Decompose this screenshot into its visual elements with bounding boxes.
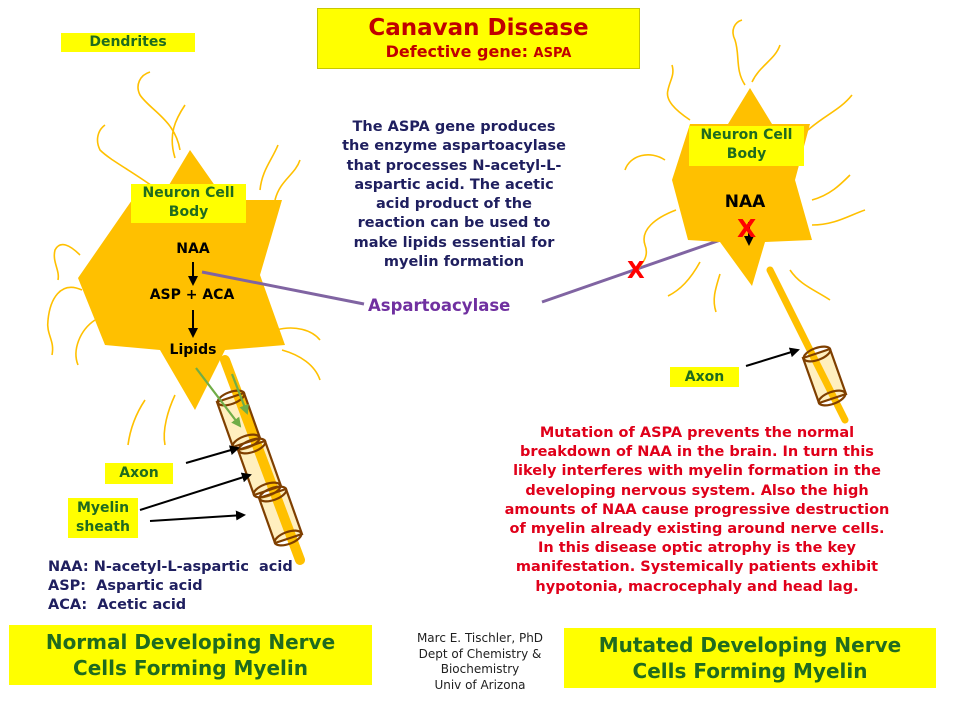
right-cell-body-line-1: Neuron Cell (700, 127, 793, 143)
myelin-label-arrow-2 (149, 510, 246, 522)
abbreviations: NAA: N-acetyl-L-aspartic acid ASP: Aspar… (48, 558, 293, 615)
author-credit: Marc E. Tischler, PhD Dept of Chemistry … (416, 631, 544, 692)
defective-gene-line: Defective gene: ASPA (318, 42, 639, 64)
right-neuron-body (672, 88, 812, 286)
page-title: Canavan Disease (368, 15, 589, 41)
normal-caption: Normal Developing Nerve Cells Forming My… (9, 625, 372, 685)
green-arrow-lipids-to-myelin-2 (230, 373, 249, 415)
myelin-sheath-label: Myelin sheath (68, 498, 138, 538)
abbrev-asp: ASP: Aspartic acid (48, 578, 203, 594)
pathway-naa: NAA (176, 241, 210, 257)
enzyme-label: Aspartoacylase (368, 296, 511, 315)
gene-prefix: Defective gene: (385, 42, 528, 61)
pathway-asp-aca: ASP + ACA (149, 287, 235, 303)
enzyme-block-x-icon: X (627, 258, 645, 284)
dendrites-label: Dendrites (61, 33, 195, 52)
myelin-line-2: sheath (76, 519, 130, 535)
myelin-segment-3 (257, 485, 304, 547)
mutated-caption: Mutated Developing Nerve Cells Forming M… (564, 628, 936, 688)
enzyme-line-left (201, 270, 365, 306)
aspa-description: The ASPA gene produces the enzyme aspart… (342, 119, 566, 271)
right-axon (766, 266, 849, 424)
right-dendrites (624, 19, 866, 313)
left-cell-body-line-1: Neuron Cell (142, 185, 235, 201)
right-naa: NAA (724, 192, 766, 212)
pathway-lipids: Lipids (169, 342, 217, 358)
left-dendrites (46, 71, 321, 446)
abbrev-aca: ACA: Acetic acid (48, 597, 187, 613)
gene-name: ASPA (533, 46, 572, 61)
left-cell-body-label: Neuron Cell Body (131, 184, 246, 223)
abbrev-naa: NAA: N-acetyl-L-aspartic acid (48, 559, 293, 575)
right-axon-label-arrow (745, 347, 800, 367)
myelin-line-1: Myelin (76, 500, 130, 516)
title-box: Canavan Disease Defective gene: ASPA (317, 8, 640, 69)
myelin-label-arrow-1 (139, 472, 252, 511)
left-axon (220, 355, 305, 565)
axon-label-arrow (185, 445, 240, 464)
green-arrow-lipids-to-myelin-1 (195, 367, 242, 428)
enzyme-line-right (541, 234, 733, 304)
left-axon-label: Axon (105, 463, 173, 484)
mutation-explanation: Mutation of ASPA prevents the normal bre… (504, 425, 890, 595)
right-axon-label: Axon (670, 367, 739, 387)
right-cell-body-label: Neuron Cell Body (689, 126, 804, 166)
right-myelin-sheath (801, 345, 848, 407)
left-cell-body-line-2: Body (168, 204, 209, 220)
right-cell-body-line-2: Body (726, 146, 767, 162)
naa-block-x-icon: X (737, 214, 757, 243)
